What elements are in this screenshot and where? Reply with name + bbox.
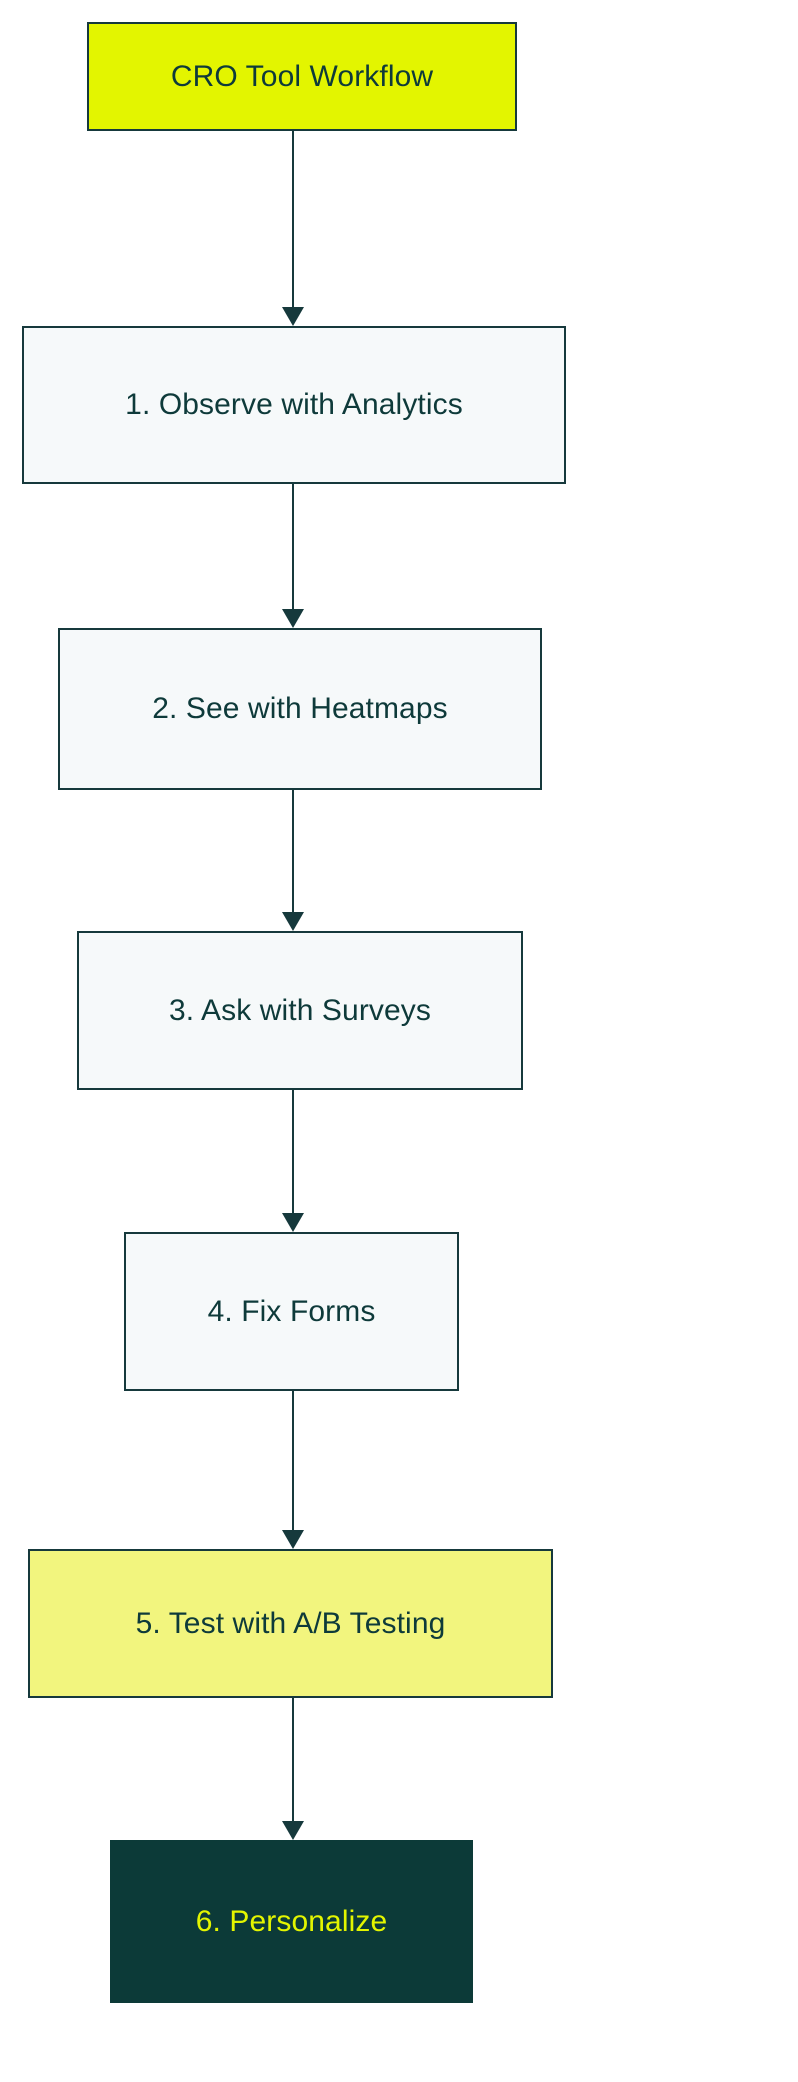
flow-arrow	[282, 1090, 304, 1232]
arrow-head-icon	[282, 1821, 304, 1840]
flow-arrow	[282, 131, 304, 326]
flow-arrow	[282, 1698, 304, 1840]
flow-arrow-line	[292, 484, 294, 611]
flow-node-label: 6. Personalize	[195, 1904, 388, 1938]
flow-node-label: 4. Fix Forms	[207, 1294, 376, 1328]
flow-node-step3[interactable]: 3. Ask with Surveys	[77, 931, 523, 1090]
flow-node-step5[interactable]: 5. Test with A/B Testing	[28, 1549, 553, 1698]
arrow-head-icon	[282, 1213, 304, 1232]
flow-arrow-line	[292, 1391, 294, 1532]
flow-node-title[interactable]: CRO Tool Workflow	[87, 22, 517, 131]
arrow-head-icon	[282, 1530, 304, 1549]
flow-arrow-line	[292, 131, 294, 309]
arrow-head-icon	[282, 912, 304, 931]
flow-node-step1[interactable]: 1. Observe with Analytics	[22, 326, 566, 484]
flow-node-label: 2. See with Heatmaps	[152, 692, 448, 725]
flow-node-step6[interactable]: 6. Personalize	[110, 1840, 473, 2003]
flow-node-label: 1. Observe with Analytics	[125, 388, 463, 421]
flow-arrow-line	[292, 1698, 294, 1823]
flow-arrow	[282, 484, 304, 628]
flow-node-label: 5. Test with A/B Testing	[135, 1606, 446, 1640]
flow-arrow	[282, 1391, 304, 1549]
flow-arrow-line	[292, 790, 294, 914]
flow-arrow-line	[292, 1090, 294, 1215]
flow-arrow	[282, 790, 304, 931]
flow-node-step4[interactable]: 4. Fix Forms	[124, 1232, 459, 1391]
flow-node-step2[interactable]: 2. See with Heatmaps	[58, 628, 542, 790]
flow-node-label: CRO Tool Workflow	[170, 59, 434, 93]
arrow-head-icon	[282, 307, 304, 326]
arrow-head-icon	[282, 609, 304, 628]
flow-node-label: 3. Ask with Surveys	[169, 993, 431, 1027]
